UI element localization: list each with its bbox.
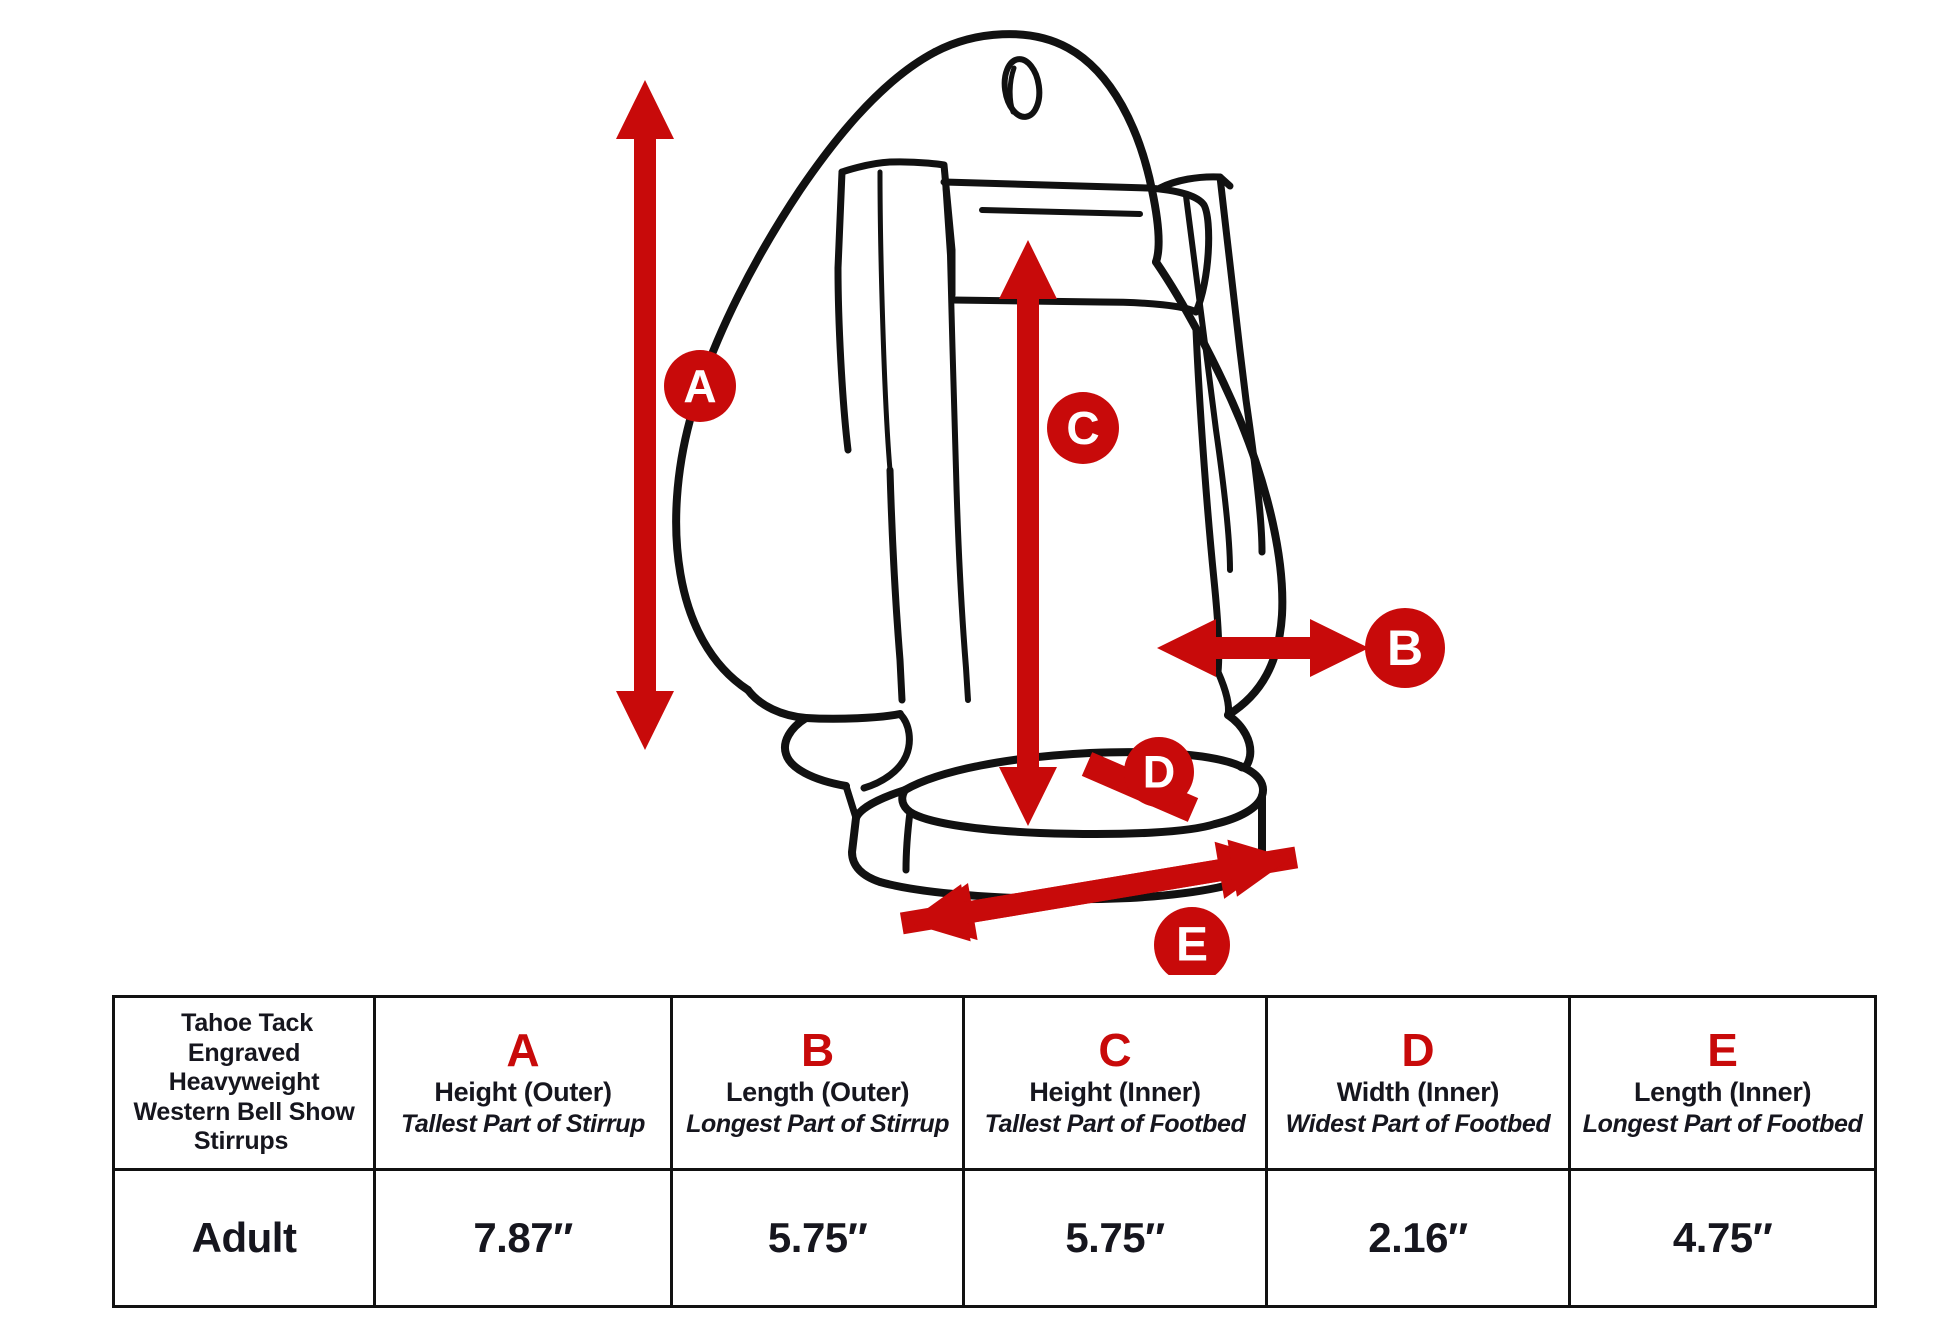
keeper-left-inner xyxy=(941,162,959,473)
column-letter-b: B xyxy=(801,1024,835,1077)
keeper-right-inner xyxy=(1183,193,1233,573)
footbed-top-back-edge xyxy=(901,748,1244,794)
column-letter-d: D xyxy=(1401,1024,1435,1077)
band-top-edge xyxy=(940,178,1152,192)
keeper-left-outer xyxy=(834,168,852,454)
slot-inner-line xyxy=(1007,65,1017,115)
marker-badge-a: A xyxy=(664,350,736,422)
marker-label-d: D xyxy=(1143,747,1176,798)
value-cell-c: 5.75″ xyxy=(962,1168,1268,1308)
size-label: Adult xyxy=(191,1214,297,1261)
column-subtitle-c: Tallest Part of Footbed xyxy=(984,1109,1246,1138)
inner-wall-left-2 xyxy=(953,467,971,703)
column-title-b: Length (Outer) xyxy=(725,1077,910,1108)
stirrup-leather-slot xyxy=(1001,56,1043,120)
footbed-inner-step xyxy=(902,808,914,874)
column-subtitle-e: Longest Part of Footbed xyxy=(1582,1109,1863,1138)
arrow-b xyxy=(1157,619,1369,677)
column-letter-a: A xyxy=(506,1024,540,1077)
keeper-left-top xyxy=(838,158,956,299)
bell-bottom-left xyxy=(744,686,904,723)
table-row: Adult 7.87″ 5.75″ 5.75″ 2.16″ 4.75″ xyxy=(111,1168,1877,1308)
column-subtitle-d: Widest Part of Footbed xyxy=(1285,1109,1551,1138)
arrow-e xyxy=(899,839,1299,942)
column-header-a: A Height (Outer) Tallest Part of Stirrup xyxy=(373,995,673,1171)
marker-label-c: C xyxy=(1066,402,1099,454)
measurement-table: Tahoe Tack Engraved Heavyweight Western … xyxy=(111,995,1877,1308)
marker-badge-d: D xyxy=(1124,737,1194,807)
footbed-left-upper xyxy=(852,786,909,822)
bell-bottom-right xyxy=(1224,711,1255,772)
bell-crown xyxy=(931,30,1163,266)
measure-value-d: 2.16″ xyxy=(1368,1214,1468,1261)
measure-value-a: 7.87″ xyxy=(473,1214,573,1261)
bell-outer-left-edge xyxy=(672,48,939,694)
column-title-a: Height (Outer) xyxy=(434,1077,612,1108)
band-bottom-edge xyxy=(948,296,1200,316)
marker-label-e: E xyxy=(1176,919,1208,972)
column-subtitle-a: Tallest Part of Stirrup xyxy=(400,1109,646,1138)
marker-badge-c: C xyxy=(1047,392,1119,464)
value-cell-a: 7.87″ xyxy=(373,1168,673,1308)
stirrup-diagram: A C B D xyxy=(616,30,1445,975)
marker-label-b: B xyxy=(1387,620,1423,676)
column-subtitle-b: Longest Part of Stirrup xyxy=(686,1109,950,1138)
column-header-e: E Length (Inner) Longest Part of Footbed xyxy=(1568,995,1877,1171)
tread-left-join xyxy=(842,782,860,822)
marker-badge-b: B xyxy=(1365,608,1445,688)
footbed-left-cap xyxy=(848,814,884,886)
column-letter-e: E xyxy=(1707,1024,1738,1077)
measure-value-e: 4.75″ xyxy=(1672,1214,1773,1261)
size-cell: Adult xyxy=(111,1168,377,1308)
arrow-c xyxy=(999,240,1057,826)
marker-badge-e: E xyxy=(1154,907,1230,975)
footbed-right-cap xyxy=(1211,762,1267,828)
marker-label-a: A xyxy=(683,360,716,412)
measure-value-c: 5.75″ xyxy=(1065,1214,1165,1261)
column-header-d: D Width (Inner) Widest Part of Footbed xyxy=(1264,995,1572,1171)
table-header-row: Tahoe Tack Engraved Heavyweight Western … xyxy=(111,995,1877,1171)
keeper-right-outer xyxy=(1216,173,1266,556)
column-header-c: C Height (Inner) Tallest Part of Footbed xyxy=(962,995,1268,1171)
tread-left-lip-inner xyxy=(860,710,913,792)
product-name-cell: Tahoe Tack Engraved Heavyweight Western … xyxy=(111,995,377,1171)
product-name: Tahoe Tack Engraved Heavyweight Western … xyxy=(133,1009,355,1156)
inner-wall-left xyxy=(886,466,906,704)
column-letter-c: C xyxy=(1098,1024,1132,1077)
column-title-c: Height (Inner) xyxy=(1029,1077,1201,1108)
measure-value-b: 5.75″ xyxy=(767,1214,868,1261)
value-cell-e: 4.75″ xyxy=(1568,1168,1877,1308)
band-engrave-line xyxy=(979,207,1143,217)
bell-inner-bottom-right xyxy=(1214,668,1232,719)
tread-left-lip xyxy=(781,714,850,790)
band-right-cap xyxy=(1144,184,1213,316)
value-cell-d: 2.16″ xyxy=(1264,1168,1572,1308)
footbed-top-front-edge xyxy=(898,786,1219,838)
stirrup-illustration: A C B D xyxy=(616,30,1445,975)
column-title-e: Length (Inner) xyxy=(1633,1077,1812,1108)
keeper-left-mid xyxy=(877,169,893,473)
value-cell-b: 5.75″ xyxy=(669,1168,966,1308)
arrow-a xyxy=(616,80,674,750)
column-title-d: Width (Inner) xyxy=(1336,1077,1500,1108)
column-header-b: B Length (Outer) Longest Part of Stirrup xyxy=(669,995,966,1171)
